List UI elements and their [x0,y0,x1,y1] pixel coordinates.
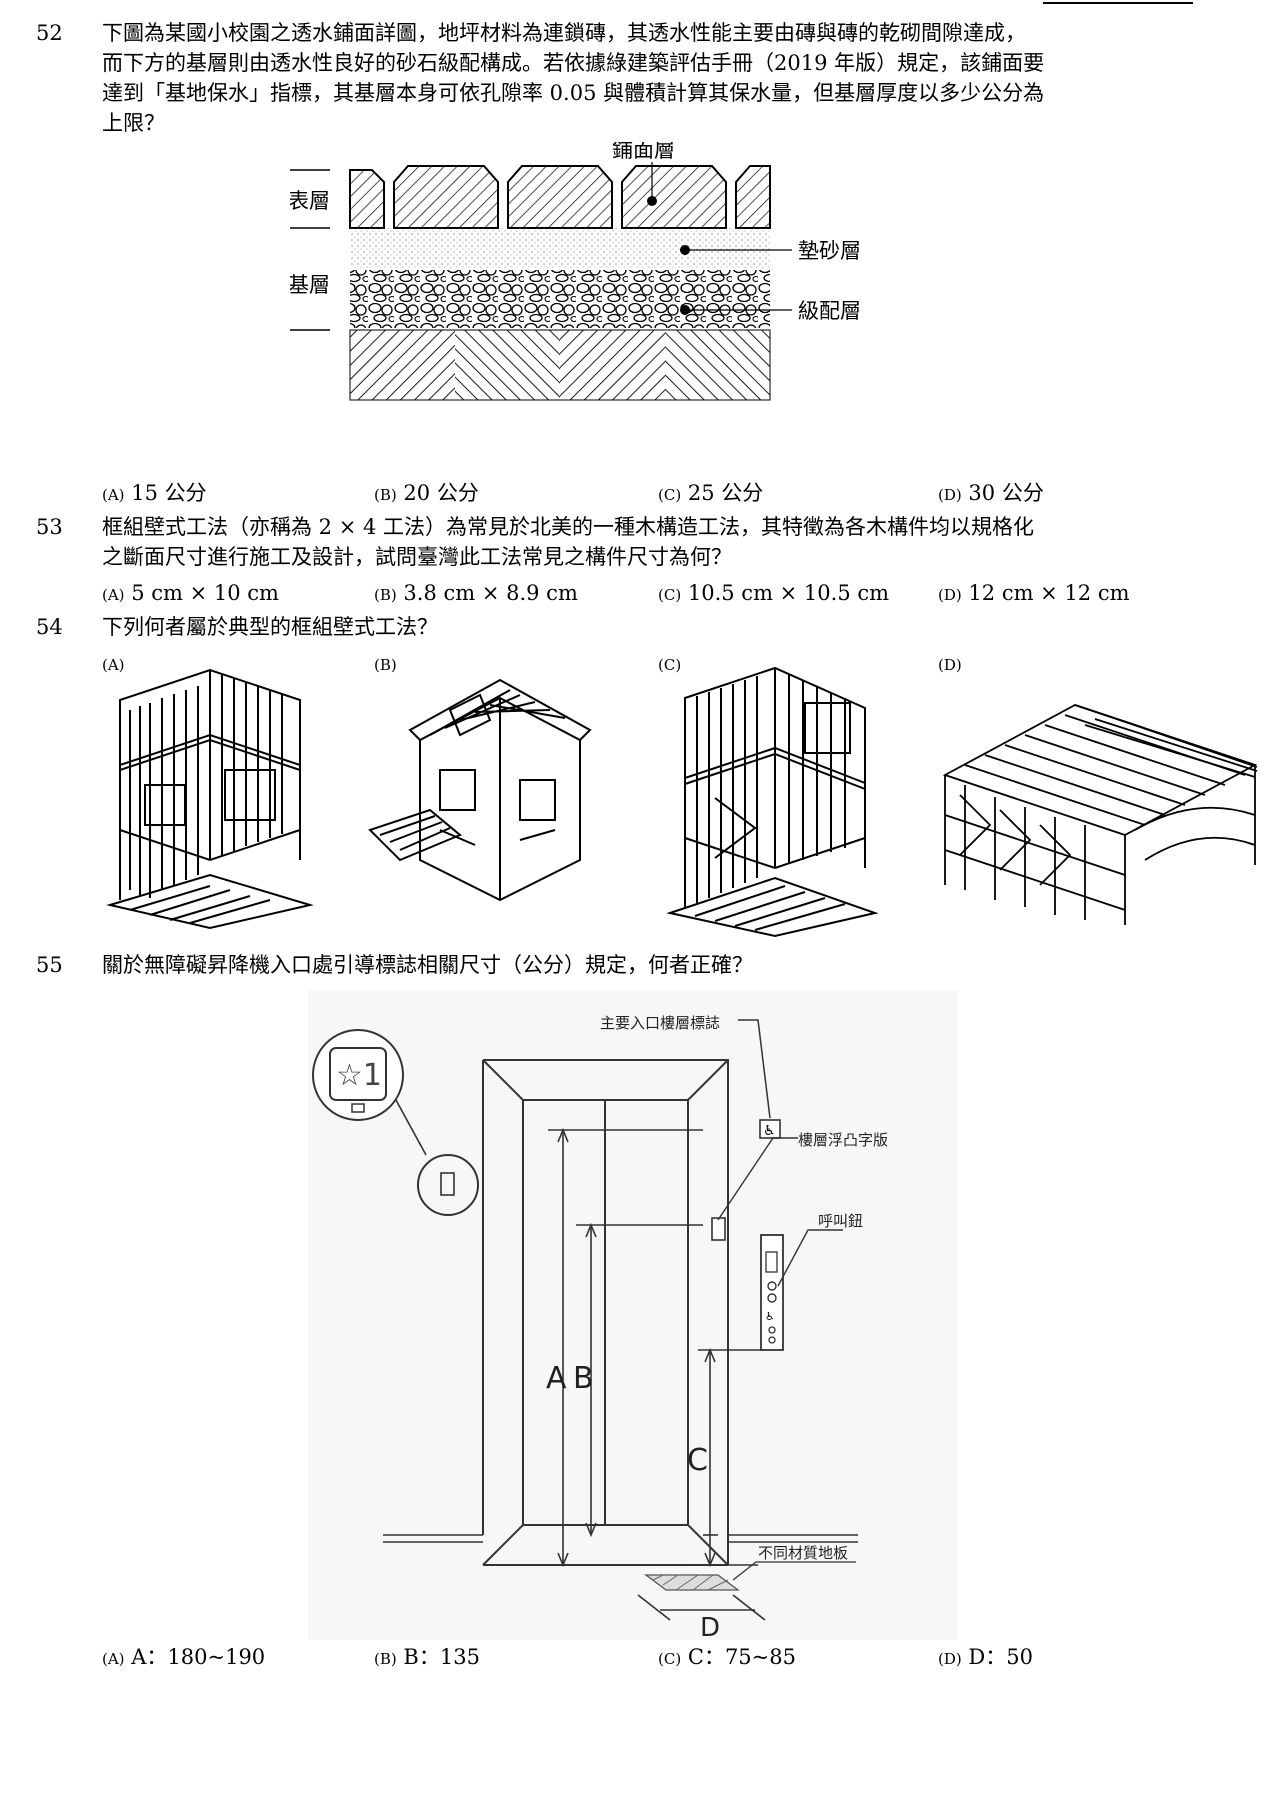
options-53: (A) 5 cm × 10 cm (B) 3.8 cm × 8.9 cm (C)… [102,578,1242,608]
sand-layer-label: 墊砂層 [798,239,861,263]
framing-option-d-image[interactable] [935,685,1265,945]
paving-section-diagram: 表層 基層 鋪面層 墊砂層 級配層 [290,142,1010,472]
option-a[interactable]: (A) 5 cm × 10 cm [102,581,279,605]
dimension-c-label: C [687,1443,708,1478]
stem-line: 達到「基地保水」指標，其基層本身可依孔隙率 0.05 與體積計算其保水量，但基層… [102,81,1045,105]
question-number: 53 [36,515,63,539]
framing-option-b-image[interactable] [360,660,610,920]
gravel-layer [350,270,770,328]
dimension-lines [637,1594,766,1621]
subsoil [349,329,771,401]
options-52: (A) 15 公分 (B) 20 公分 (C) 25 公分 (D) 30 公分 [102,478,1242,508]
zoomed-sign-callout: ☆1 [312,1029,479,1216]
option-b[interactable]: (B) B：135 [374,1645,480,1669]
leader-line [738,1019,771,1119]
stem-line: 下列何者屬於典型的框組壁式工法？ [102,615,438,639]
dimension-a-label: A [546,1361,567,1396]
call-button-panel: ♿ [760,1234,784,1351]
dimension-lines [548,1127,763,1568]
dimension-b-label: B [573,1361,594,1396]
leader-line [777,1229,843,1287]
option-a[interactable]: (A) [102,656,125,674]
option-c[interactable]: (C) 10.5 cm × 10.5 cm [658,581,890,605]
option-a[interactable]: (A) 15 公分 [102,481,207,505]
option-a[interactable]: (A) A：180~190 [102,1645,266,1669]
sign-star-glyph: ☆1 [336,1058,382,1093]
wheelchair-sign: ♿ [759,1119,781,1139]
leader-line [732,1561,856,1581]
options-55: (A) A：180~190 (B) B：135 (C) C：75~85 (D) … [102,1642,1242,1672]
option-d[interactable]: (D) [938,656,962,674]
different-floor-label: 不同材質地板 [758,1544,848,1562]
sand-layer [350,228,770,268]
header-rule [1043,2,1193,4]
elevator-entrance-diagram: ☆1 ♿ 主要入口樓層標誌 樓層浮凸字版 ♿ 呼叫鈕 [308,990,958,1640]
layer-dimension-lines [290,169,330,331]
option-d[interactable]: (D) D：50 [938,1645,1033,1669]
option-d[interactable]: (D) 12 cm × 12 cm [938,581,1130,605]
paving-layer-label: 鋪面層 [612,142,675,162]
gravel-layer-label: 級配層 [798,299,861,323]
stem-line: 框組壁式工法（亦稱為 2 × 4 工法）為常見於北美的一種木構造工法，其特徵為各… [102,515,1035,539]
base-layer-label: 基層 [290,273,330,297]
elevator-door [482,1059,729,1566]
wheelchair-icon: ♿ [765,1310,775,1323]
wall-lines [383,1534,858,1543]
stem-line: 之斷面尺寸進行施工及設計，試問臺灣此工法常見之構件尺寸為何？ [102,545,732,569]
dimension-d-label: D [700,1613,720,1640]
surface-layer-label: 表層 [290,189,330,213]
question-stem: 關於無障礙昇降機入口處引導標誌相關尺寸（公分）規定，何者正確？ [102,950,1252,980]
stem-line: 而下方的基層則由透水性良好的砂石級配構成。若依據綠建築評估手冊（2019 年版）… [102,51,1045,75]
option-b[interactable]: (B) [374,656,397,674]
wheelchair-icon: ♿ [763,1123,776,1139]
option-d[interactable]: (D) 30 公分 [938,481,1044,505]
braille-plate-label: 樓層浮凸字版 [798,1131,888,1149]
question-stem: 框組壁式工法（亦稱為 2 × 4 工法）為常見於北美的一種木構造工法，其特徵為各… [102,512,1252,572]
question-stem: 下列何者屬於典型的框組壁式工法？ [102,612,1252,642]
question-stem: 下圖為某國小校園之透水鋪面詳圖，地坪材料為連鎖磚，其透水性能主要由磚與磚的乾砌間… [102,18,1252,138]
stem-line: 關於無障礙昇降機入口處引導標誌相關尺寸（公分）規定，何者正確？ [102,953,753,977]
stem-line: 上限？ [102,111,165,135]
paving-blocks [349,165,771,229]
option-b[interactable]: (B) 20 公分 [374,481,479,505]
option-b[interactable]: (B) 3.8 cm × 8.9 cm [374,581,578,605]
main-entrance-sign-label: 主要入口樓層標誌 [600,1014,720,1032]
option-c[interactable]: (C) C：75~85 [658,1645,796,1669]
option-c[interactable]: (C) 25 公分 [658,481,764,505]
stem-line: 下圖為某國小校園之透水鋪面詳圖，地坪材料為連鎖磚，其透水性能主要由磚與磚的乾砌間… [102,21,1026,45]
different-floor-patch [644,1574,740,1591]
diagram-background [308,990,958,1640]
call-button-label: 呼叫鈕 [818,1212,863,1230]
braille-plate [711,1217,726,1241]
question-number: 54 [36,615,63,639]
question-number: 55 [36,953,63,977]
option-c[interactable]: (C) [658,656,682,674]
framing-option-c-image[interactable] [655,658,885,938]
question-number: 52 [36,21,63,45]
leader-line [717,1137,798,1221]
framing-option-a-image[interactable] [100,660,320,930]
options-54-labels: (A) (B) (C) (D) [102,648,1242,678]
